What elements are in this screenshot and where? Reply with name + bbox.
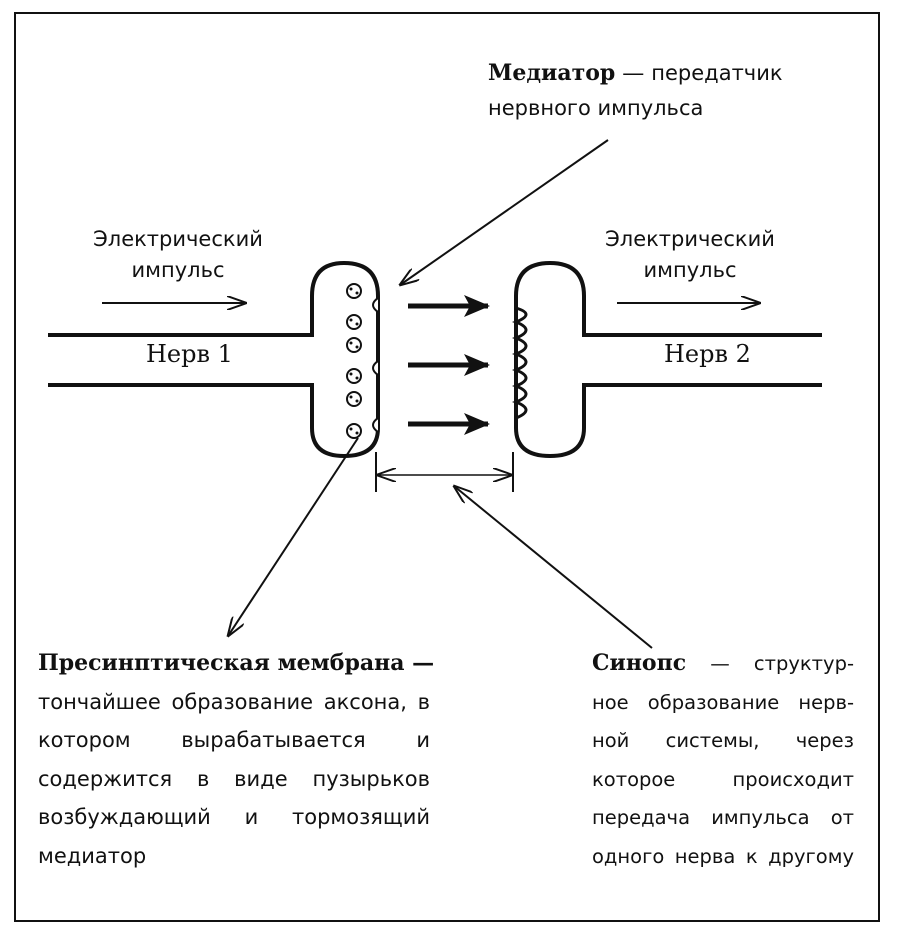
presynaptic-title: Пресинптическая мембрана: [38, 650, 405, 676]
presynaptic-line-3: содержится в виде пузырьков: [38, 766, 430, 791]
nerve-2-label: Нерв 2: [664, 340, 751, 368]
mediator-pointer: [400, 139, 609, 285]
mediator-line1: передатчик: [651, 61, 783, 85]
vesicle-dots: [349, 287, 359, 435]
presynaptic-line-1: тончайшее образование аксона, в: [38, 689, 430, 714]
mediator-title: Медиатор: [488, 60, 616, 86]
impulse-left-line1: Электрический: [93, 227, 263, 251]
presynaptic-dash: —: [404, 650, 435, 676]
presynaptic-line-5: медиатор: [38, 843, 147, 868]
mediator-dash: —: [615, 61, 652, 86]
postsynaptic-receptors: [511, 306, 528, 420]
impulse-right-line2: импульс: [643, 258, 737, 282]
impulse-label-right: Электрический импульс: [590, 224, 790, 286]
presynaptic-description: Пресинптическая мембрана — тончайшее обр…: [38, 644, 434, 875]
impulse-left-line2: импульс: [131, 258, 225, 282]
impulse-right-line1: Электрический: [605, 227, 775, 251]
presynaptic-line-4: возбуждающий и тормозящий: [38, 805, 430, 829]
synapse-dash: —: [686, 652, 754, 675]
synapse-line-0: структур-: [753, 652, 854, 675]
presynaptic-line-2: котором вырабатывается и: [38, 728, 430, 752]
presynaptic-pointer: [228, 437, 359, 636]
nerve-2-outline: [514, 260, 822, 459]
synapse-line-2: ной системы, через: [592, 729, 854, 752]
synapse-line-1: ное образование нерв-: [592, 690, 854, 714]
mediator-line2: нервного импульса: [488, 96, 704, 120]
synapse-title: Синопс: [592, 650, 687, 676]
impulse-label-left: Электрический импульс: [78, 224, 278, 286]
figure-frame: [14, 12, 880, 922]
synapse-line-4: передача импульса от: [592, 806, 854, 829]
synapse-pointer: [454, 486, 653, 649]
synapse-line-3: которое происходит: [592, 767, 854, 791]
synapse-line-5: одного нерва к другому: [592, 844, 854, 868]
mediator-label: Медиатор — передатчик нервного импульса: [488, 56, 828, 125]
nerve-1-label: Нерв 1: [146, 340, 233, 368]
presynaptic-release-sites: [372, 297, 379, 433]
synapse-description: Синопс — структур- ное образование нерв-…: [592, 644, 854, 876]
mediator-vesicles: [346, 283, 362, 439]
